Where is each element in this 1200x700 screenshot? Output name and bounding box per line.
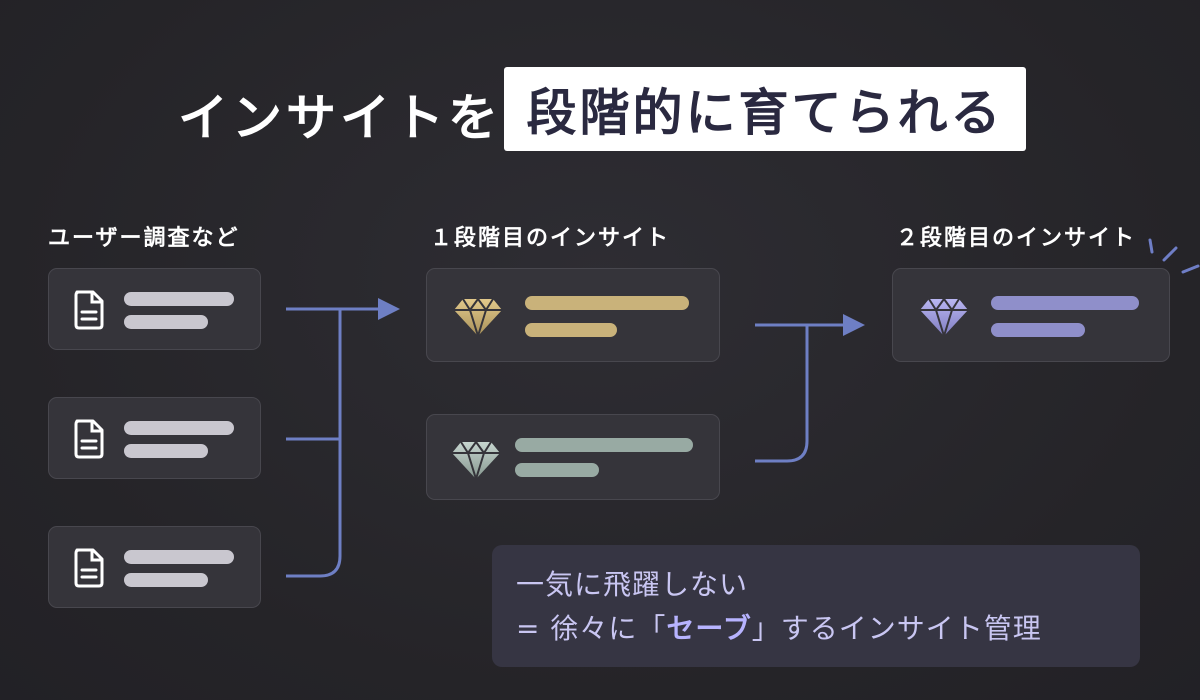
- diamond-icon: [452, 440, 500, 480]
- source-card-3: [48, 526, 261, 608]
- diamond-icon: [920, 297, 968, 337]
- column-label-sources: ユーザー調査など: [48, 226, 240, 251]
- note-emphasis: セーブ: [666, 612, 752, 645]
- note-line-2-suffix: 」するインサイト管理: [751, 612, 1042, 645]
- placeholder-bar: [124, 550, 234, 564]
- document-icon: [74, 548, 104, 588]
- column-label-stage2: ２段階目のインサイト: [896, 226, 1137, 251]
- source-card-2: [48, 397, 261, 479]
- placeholder-bar: [515, 463, 599, 477]
- stage1-card-teal: [426, 414, 720, 500]
- document-icon: [74, 290, 104, 330]
- title-highlight: 段階的に育てられる: [526, 84, 1004, 142]
- placeholder-bar: [991, 296, 1139, 310]
- stage1-card-gold: [426, 268, 720, 362]
- placeholder-bar: [515, 438, 693, 452]
- diamond-icon: [454, 297, 502, 337]
- title-prefix: インサイトを: [178, 89, 502, 147]
- placeholder-bar: [525, 296, 689, 310]
- summary-note: 一気に飛躍しない = 徐々に「セーブ」するインサイト管理: [492, 545, 1140, 667]
- stage2-card-purple: [892, 268, 1170, 362]
- document-icon: [74, 419, 104, 459]
- note-line-2-prefix: = 徐々に「: [516, 612, 667, 645]
- placeholder-bar: [124, 421, 234, 435]
- title-highlight-box: 段階的に育てられる: [504, 67, 1026, 151]
- placeholder-bar: [124, 315, 208, 329]
- note-line-2: = 徐々に「セーブ」するインサイト管理: [516, 607, 1116, 651]
- placeholder-bar: [124, 573, 208, 587]
- column-label-stage1: １段階目のインサイト: [430, 226, 671, 251]
- placeholder-bar: [991, 323, 1085, 337]
- note-line-1: 一気に飛躍しない: [516, 568, 749, 601]
- source-card-1: [48, 268, 261, 350]
- placeholder-bar: [124, 444, 208, 458]
- placeholder-bar: [525, 323, 617, 337]
- placeholder-bar: [124, 292, 234, 306]
